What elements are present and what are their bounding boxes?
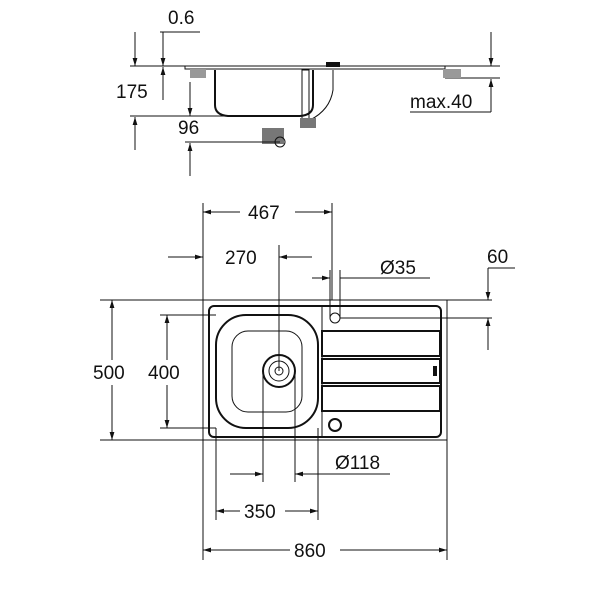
dim-drain-height: 96 (178, 118, 199, 139)
bowl-profile (214, 70, 314, 117)
dim-tap-offset: 467 (248, 203, 280, 224)
dim-bowl-width: 400 (148, 363, 180, 384)
overflow (328, 418, 342, 432)
bowl-inner (231, 330, 303, 413)
top-view: 467 270 Ø35 60 500 400 Ø118 (93, 203, 515, 562)
dim-width: 500 (93, 363, 125, 384)
dim-length: 860 (294, 541, 326, 562)
side-view: 0.6 175 96 max.40 (116, 8, 500, 176)
trap (262, 128, 284, 144)
countertop-right (443, 69, 461, 78)
dim-bowl-length: 350 (244, 502, 276, 523)
dim-thickness: 0.6 (168, 8, 194, 29)
dim-countertop-max: max.40 (410, 92, 472, 113)
drainer-groove (321, 385, 441, 412)
sink-outline (202, 299, 448, 441)
dim-tap-from-edge: 60 (487, 247, 508, 268)
drainer-groove (321, 358, 441, 384)
drainer-groove (321, 330, 441, 357)
dim-bowl-center: 270 (225, 248, 257, 269)
dim-drain: Ø118 (335, 453, 380, 474)
tap-hole (329, 312, 341, 324)
countertop-left (190, 69, 206, 78)
bowl (215, 314, 319, 429)
dim-depth: 175 (116, 82, 148, 103)
sink-rim (208, 305, 442, 438)
dim-tap-hole: Ø35 (380, 258, 416, 279)
